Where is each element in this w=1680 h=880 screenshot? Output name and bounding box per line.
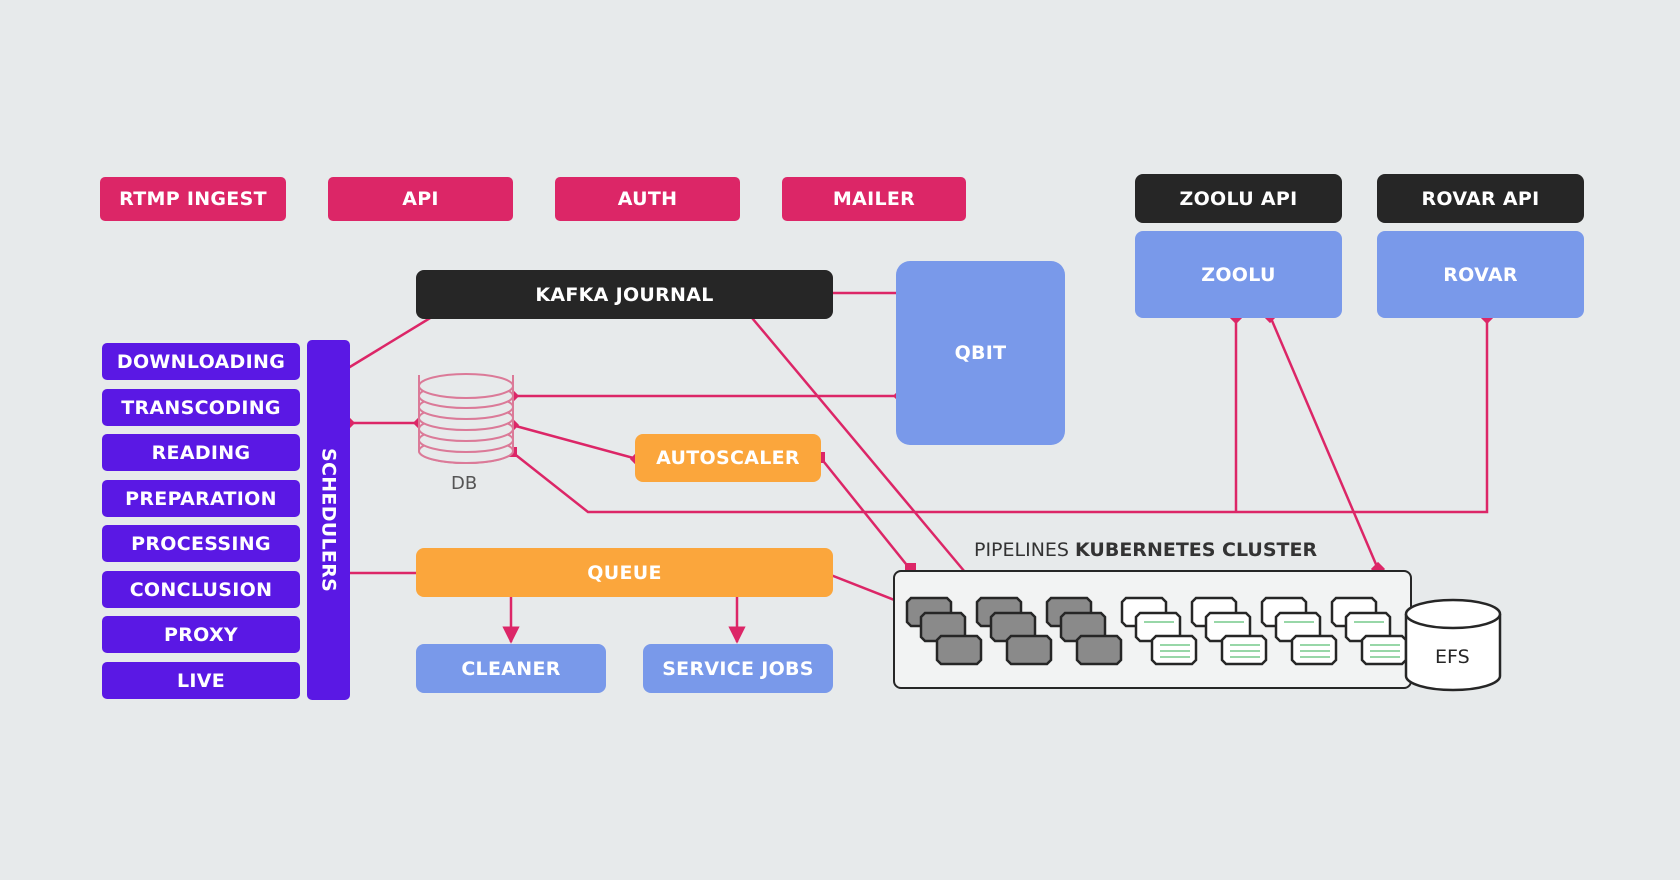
rovar-box: ROVAR bbox=[1377, 231, 1584, 318]
connector-marker bbox=[504, 388, 520, 404]
zoolu-box: ZOOLU bbox=[1135, 231, 1342, 318]
stage-proxy: PROXY bbox=[102, 616, 300, 653]
connector-marker bbox=[905, 563, 916, 574]
autoscaler-to-cluster-line bbox=[819, 456, 911, 570]
kafka-journal-box: KAFKA JOURNAL bbox=[416, 270, 833, 319]
rovar-api-box: ROVAR API bbox=[1377, 174, 1584, 223]
db-label: DB bbox=[451, 473, 478, 494]
service-auth: AUTH bbox=[555, 177, 740, 221]
cluster-title: PIPELINES KUBERNETES CLUSTER bbox=[974, 539, 1317, 561]
cluster-title-prefix: PIPELINES bbox=[974, 539, 1076, 561]
service-api: API bbox=[328, 177, 513, 221]
kubernetes-cluster-frame bbox=[893, 570, 1412, 689]
zoolu-api-box: ZOOLU API bbox=[1135, 174, 1342, 223]
service-rtmp-ingest: RTMP INGEST bbox=[100, 177, 286, 221]
zoolu-to-cluster-line bbox=[1268, 315, 1380, 570]
stage-downloading: DOWNLOADING bbox=[102, 343, 300, 380]
db-to-external-bus-line bbox=[511, 318, 1489, 514]
cleaner-box: CLEANER bbox=[416, 644, 606, 693]
efs-label: EFS bbox=[1435, 646, 1470, 668]
db-to-autoscaler-line bbox=[511, 423, 638, 461]
stage-live: LIVE bbox=[102, 662, 300, 699]
connector-marker bbox=[507, 447, 517, 457]
service-jobs-box: SERVICE JOBS bbox=[643, 644, 833, 693]
schedulers-bar: SCHEDULERS bbox=[307, 340, 350, 700]
autoscaler-box: AUTOSCALER bbox=[635, 434, 821, 482]
cluster-to-kafka-line bbox=[735, 298, 976, 585]
stage-transcoding: TRANSCODING bbox=[102, 389, 300, 426]
queue-box: QUEUE bbox=[416, 548, 833, 597]
connector-marker bbox=[504, 417, 520, 433]
cluster-title-bold: KUBERNETES CLUSTER bbox=[1075, 539, 1318, 561]
stage-reading: READING bbox=[102, 434, 300, 471]
connector-marker bbox=[412, 415, 428, 431]
stage-conclusion: CONCLUSION bbox=[102, 571, 300, 608]
service-mailer: MAILER bbox=[782, 177, 966, 221]
stage-processing: PROCESSING bbox=[102, 525, 300, 562]
qbit-box: QBIT bbox=[896, 261, 1065, 445]
stage-preparation: PREPARATION bbox=[102, 480, 300, 517]
